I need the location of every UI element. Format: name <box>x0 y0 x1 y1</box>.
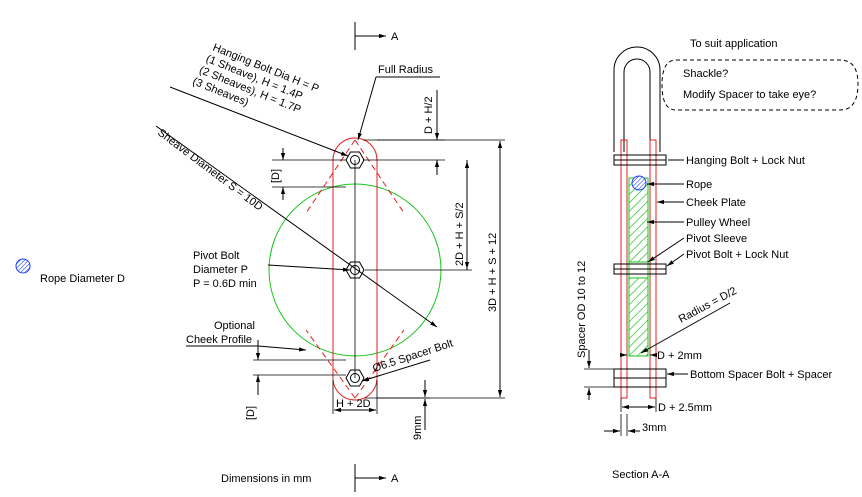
dim-h-2d: H + 2D <box>336 398 371 410</box>
callout-modify-spacer: Modify Spacer to take eye? <box>683 89 816 101</box>
sheave-diameter-note: Sheave Diameter S = 10D <box>155 127 265 214</box>
section-marker-top: A <box>354 22 399 50</box>
section-bottom-spacer <box>613 368 667 388</box>
section-marker-bottom: A <box>354 464 399 492</box>
callout-cloud <box>661 59 859 111</box>
pivot-bolt-line3: P = 0.6D min <box>193 278 257 290</box>
full-radius-leader <box>357 76 377 141</box>
optional-leader <box>257 345 307 352</box>
section-hanging-bolt <box>613 154 667 166</box>
section-letter-bottom: A <box>391 473 399 485</box>
spacer-bolt-label: Ø6.5 Spacer Bolt <box>371 338 454 375</box>
callout-bottom-spacer: Bottom Spacer Bolt + Spacer <box>690 369 832 381</box>
hanging-bolt-note: Hanging Bolt Dia H = P (1 Sheave), H = 1… <box>191 42 321 116</box>
dim-spacer-od: Spacer OD 10 to 12 <box>576 261 588 358</box>
pivot-bolt-leader <box>267 264 351 272</box>
callout-pivot-bolt: Pivot Bolt + Lock Nut <box>686 249 788 261</box>
dim-d-bracket: [D] <box>270 169 282 183</box>
section-title: Section A-A <box>612 469 670 481</box>
optional-cheek-profile <box>305 139 405 399</box>
pivot-bolt-line1: Pivot Bolt <box>193 250 239 262</box>
rope-circle <box>631 175 647 191</box>
dim-d-h-half: D + H/2 <box>423 96 435 134</box>
spacer-bolt-leader <box>361 359 431 382</box>
optional-line2: Cheek Profile <box>186 334 252 346</box>
shackle-inner <box>623 58 651 152</box>
rope-diameter-label: Rope Diameter D <box>40 273 125 285</box>
dimensions-note: Dimensions in mm <box>221 473 311 485</box>
callout-cheek-plate: Cheek Plate <box>686 197 746 209</box>
dim-3d-h-s: 3D + H + S + 12 <box>487 233 499 312</box>
callout-hanging-bolt: Hanging Bolt + Lock Nut <box>686 155 805 167</box>
section-pivot-bolt <box>613 263 667 275</box>
rope-diameter-symbol <box>15 258 31 274</box>
pivot-bolt-line2: Diameter P <box>193 264 248 276</box>
cheek-plate-outline <box>332 137 378 401</box>
dim-3mm: 3mm <box>642 422 666 434</box>
hanging-bolt-leader <box>169 86 349 157</box>
shackle-outline <box>613 46 661 152</box>
callout-shackle: Shackle? <box>683 68 728 80</box>
dim-d-2mm: D + 2mm <box>657 350 702 362</box>
dim-9mm: 9mm <box>412 416 424 440</box>
callout-pulley-wheel: Pulley Wheel <box>686 217 750 229</box>
dim-radius: Radius = D/2 <box>677 285 739 326</box>
callout-to-suit: To suit application <box>690 38 777 50</box>
section-letter-top: A <box>391 31 399 43</box>
sheave-diameter-label: Sheave Diameter S = 10D <box>155 127 265 214</box>
full-radius-label: Full Radius <box>378 64 434 76</box>
pivot-bolt-nut <box>345 261 365 279</box>
optional-line1: Optional <box>214 320 255 332</box>
sheave-diameter-line <box>155 125 438 328</box>
dim-2d-h-s: 2D + H + S/2 <box>454 202 466 266</box>
dim-d-bracket-lower: [D] <box>245 406 257 420</box>
callout-rope: Rope <box>686 179 712 191</box>
dim-d-25mm: D + 2.5mm <box>658 402 712 414</box>
callout-pivot-sleeve: Pivot Sleeve <box>686 233 747 245</box>
